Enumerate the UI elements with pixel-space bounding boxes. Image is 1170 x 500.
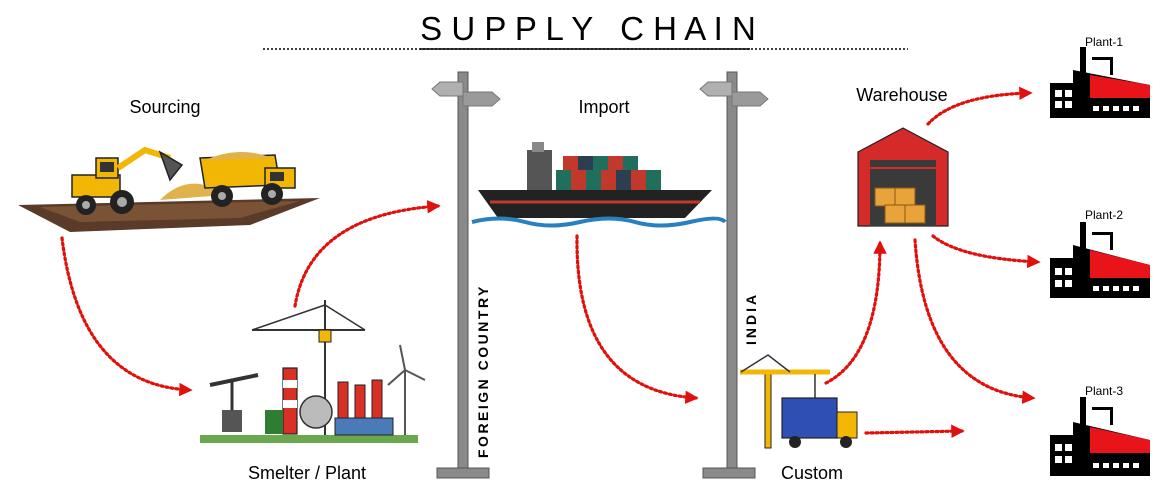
plant-1-icon (1050, 47, 1150, 118)
india-label: INDIA (743, 292, 759, 345)
smelter-label: Smelter / Plant (248, 463, 366, 483)
foreign-country-label: FOREIGN COUNTRY (475, 284, 491, 458)
custom-label: Custom (781, 463, 843, 483)
india-signpost (699, 71, 769, 479)
warehouse-label: Warehouse (856, 85, 947, 105)
plant-2-icon (1050, 222, 1150, 298)
arrow-warehouse-to-plant-2 (931, 234, 1041, 269)
plant-2-label: Plant-2 (1085, 208, 1123, 222)
foreign-signpost (431, 71, 501, 479)
plant-3-label: Plant-3 (1085, 384, 1123, 398)
import-label: Import (578, 97, 629, 117)
arrow-smelter-to-foreign (293, 200, 441, 308)
plant-1-label: Plant-1 (1085, 35, 1123, 49)
ship-illustration (471, 142, 727, 228)
title-group: S U P P L Y C H A I N (263, 10, 908, 50)
arrow-custom-to-exit (864, 424, 965, 438)
sourcing-illustration (18, 146, 320, 232)
smelter-illustration (200, 300, 426, 443)
page-title: S U P P L Y C H A I N (420, 10, 756, 47)
plant-3-icon (1050, 397, 1150, 476)
arrow-warehouse-to-plant-1 (926, 86, 1033, 126)
arrow-custom-to-warehouse (824, 240, 887, 385)
flow-arrows (60, 86, 1041, 438)
arrow-sourcing-to-smelter (60, 236, 193, 397)
arrow-warehouse-to-plant-3 (913, 238, 1036, 404)
arrow-import-to-custom (575, 234, 699, 404)
custom-illustration (740, 354, 858, 449)
sourcing-label: Sourcing (129, 97, 200, 117)
warehouse-illustration (857, 127, 949, 227)
